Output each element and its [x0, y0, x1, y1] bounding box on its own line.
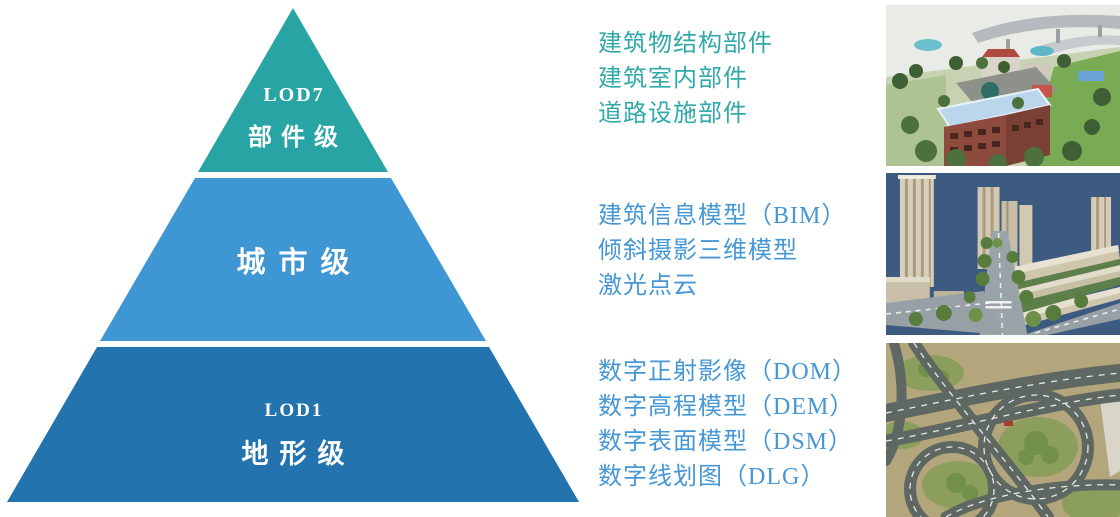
campus-render-image — [886, 5, 1120, 166]
description-line: 数字高程模型（DEM） — [598, 394, 855, 420]
description-line: 道路设施部件 — [598, 101, 748, 127]
lod-pyramid: LOD7 部件级 城市级 LOD1 地形级 — [7, 8, 579, 502]
description-block-terrain-level: 数字正射影像（DOM） 数字高程模型（DEM） 数字表面模型（DSM） 数字线划… — [598, 355, 857, 495]
description-line: 倾斜摄影三维模型 — [598, 238, 798, 264]
description-line: 建筑室内部件 — [598, 66, 748, 92]
description-block-component-level: 建筑物结构部件 建筑室内部件 道路设施部件 — [598, 27, 773, 132]
pyramid-shapes-svg — [7, 8, 579, 502]
interchange-aerial-image — [886, 343, 1120, 517]
thumbnail-terrain-level-aerial — [886, 343, 1120, 517]
description-line: 建筑信息模型（BIM） — [598, 203, 847, 229]
description-line: 数字线划图（DLG） — [598, 464, 826, 490]
description-line: 激光点云 — [598, 273, 698, 299]
description-line: 建筑物结构部件 — [598, 31, 773, 57]
description-line: 数字正射影像（DOM） — [598, 359, 858, 385]
pyramid-level-lod1-shape — [7, 347, 579, 502]
pyramid-level-lod7-shape — [198, 8, 388, 172]
thumbnail-component-level-render — [886, 5, 1120, 166]
description-line: 数字表面模型（DSM） — [598, 429, 854, 455]
pyramid-level-city-shape — [100, 178, 486, 341]
city-model-image — [886, 173, 1120, 335]
description-block-city-level: 建筑信息模型（BIM） 倾斜摄影三维模型 激光点云 — [598, 199, 846, 304]
thumbnail-city-level-model — [886, 173, 1120, 335]
